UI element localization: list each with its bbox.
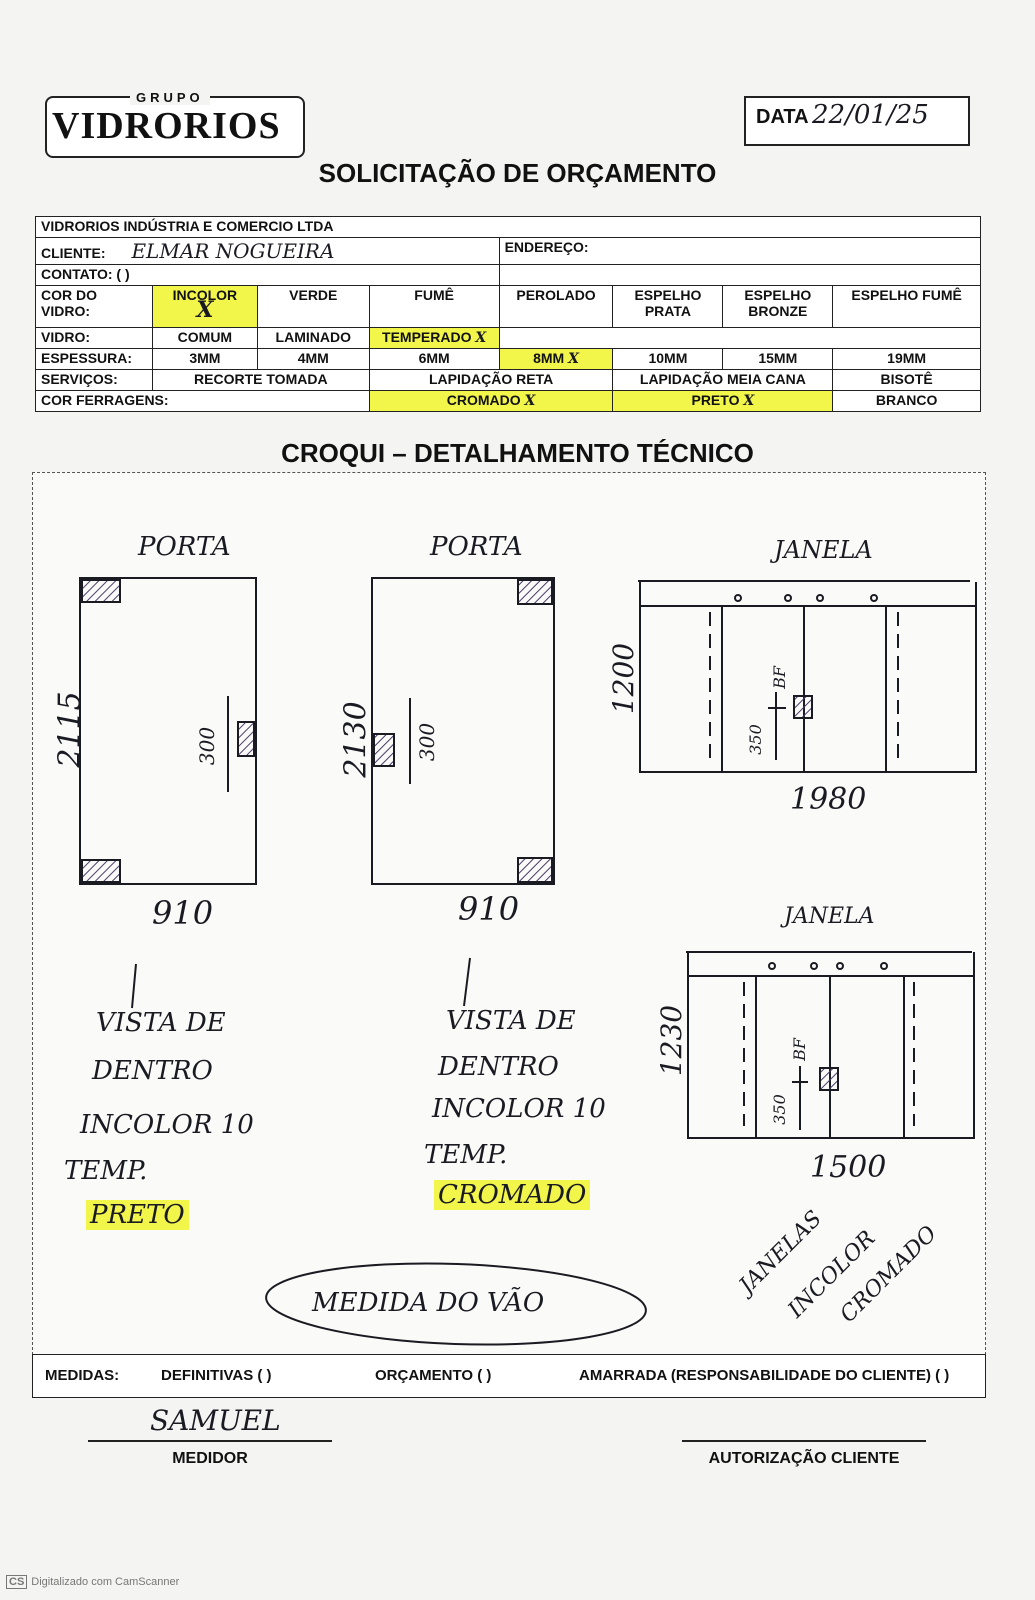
porta2-outline (371, 577, 555, 885)
porta2-handle-size: 300 (415, 722, 440, 762)
janela1-handle-size: 350 (745, 724, 765, 755)
cor-espelho-bronze[interactable]: ESPELHO BRONZE (722, 285, 834, 328)
porta1-height: 2115 (52, 691, 88, 768)
janela1-width: 1980 (790, 782, 867, 817)
date-value: 22/01/25 (812, 100, 929, 130)
medida-do-vao: MEDIDA DO VÃO (312, 1288, 545, 1318)
porta2-lock (373, 733, 395, 767)
page-title: SOLICITAÇÃO DE ORÇAMENTO (318, 158, 717, 188)
date-box (744, 96, 970, 146)
porta1-width: 910 (152, 894, 214, 932)
medidor-line (88, 1440, 332, 1442)
note2-color: CROMADO (434, 1180, 591, 1210)
janela2-lock (819, 1067, 839, 1091)
note1-line3: INCOLOR 10 (80, 1110, 254, 1140)
note2-line4: TEMP. (424, 1140, 508, 1170)
janela2-width: 1500 (810, 1150, 887, 1185)
note1-line4: TEMP. (64, 1156, 148, 1186)
vidro-label: VIDRO: (35, 327, 153, 349)
vidro-comum[interactable]: COMUM (151, 327, 258, 349)
janela2-bf: BF (789, 1038, 809, 1061)
medidas-orcamento[interactable]: ORÇAMENTO ( ) (375, 1367, 492, 1384)
porta2-width: 910 (458, 890, 520, 928)
cor-fume[interactable]: FUMÊ (368, 285, 500, 328)
medidas-label: MEDIDAS: (45, 1367, 120, 1384)
medida-ellipse (265, 1262, 647, 1346)
ferragem-preto[interactable]: PRETO X (612, 390, 834, 412)
medidas-row: MEDIDAS: DEFINITIVAS ( ) ORÇAMENTO ( ) A… (32, 1354, 986, 1398)
cliente-label: CLIENTE: (41, 245, 106, 261)
logo-name: VIDRORIOS (52, 105, 281, 147)
note2-line3: INCOLOR 10 (432, 1094, 606, 1124)
esp-8mm[interactable]: 8MM X (498, 348, 614, 370)
medidor-signature: SAMUEL (150, 1404, 281, 1437)
porta2-hinge-top (517, 579, 553, 605)
porta2-label: PORTA (430, 532, 523, 562)
vidro-laminado[interactable]: LAMINADO (256, 327, 370, 349)
esp-8mm-mark: X (568, 351, 579, 367)
vidro-temperado[interactable]: TEMPERADO X (368, 327, 500, 349)
porta1-hinge-bottom (81, 859, 121, 883)
porta2-hinge-bottom (517, 857, 553, 883)
ferragem-branco[interactable]: BRANCO (832, 390, 981, 412)
croqui-title: CROQUI – DETALHAMENTO TÉCNICO (281, 438, 754, 468)
note1-line2: DENTRO (92, 1056, 213, 1086)
note1-color: PRETO (86, 1200, 189, 1230)
janela1-frame (639, 605, 977, 773)
janela1-label: JANELA (774, 536, 873, 564)
scanner-badge: CS (6, 1575, 28, 1589)
serv-bisote[interactable]: BISOTÊ (832, 369, 981, 391)
cliente-row: CLIENTE: ELMAR NOGUEIRA (35, 237, 500, 265)
porta1-lock (237, 721, 255, 757)
scanner-text: Digitalizado com CamScanner (31, 1576, 180, 1588)
servicos-label: SERVIÇOS: (35, 369, 153, 391)
cor-incolor-mark: X (196, 297, 214, 323)
porta1-hinge-top (81, 579, 121, 603)
note2-line2: DENTRO (438, 1052, 559, 1082)
cor-espelho-prata[interactable]: ESPELHO PRATA (612, 285, 724, 328)
note2-line1: VISTA DE (446, 1006, 576, 1036)
esp-10mm[interactable]: 10MM (612, 348, 724, 370)
medidor-label: MEDIDOR (172, 1450, 248, 1467)
esp-3mm[interactable]: 3MM (151, 348, 258, 370)
medidas-definitivas[interactable]: DEFINITIVAS ( ) (161, 1367, 272, 1384)
porta1-handle-size: 300 (195, 726, 220, 766)
janela1-bf: BF (769, 666, 789, 689)
esp-4mm[interactable]: 4MM (256, 348, 370, 370)
serv-lapidacao-meia-cana[interactable]: LAPIDAÇÃO MEIA CANA (612, 369, 834, 391)
cor-label: COR DO VIDRO: (35, 285, 153, 328)
porta2-height: 2130 (338, 701, 374, 778)
serv-recorte-tomada[interactable]: RECORTE TOMADA (151, 369, 370, 391)
janela1-lock (793, 695, 813, 719)
logo-grupo: GRUPO (130, 90, 210, 105)
ferragem-cromado[interactable]: CROMADO X (368, 390, 614, 412)
espessura-label: ESPESSURA: (35, 348, 153, 370)
ferragem-preto-mark: X (743, 393, 755, 409)
vidro-temperado-mark: X (475, 330, 487, 346)
cliente-sign-line[interactable] (682, 1440, 926, 1442)
esp-6mm[interactable]: 6MM (368, 348, 500, 370)
porta1-label: PORTA (138, 532, 231, 562)
ferragem-cromado-mark: X (524, 393, 536, 409)
cor-espelho-fume[interactable]: ESPELHO FUMÊ (832, 285, 981, 328)
porta1-outline (79, 577, 257, 885)
date-label: DATA (756, 106, 809, 128)
cliente-sign-label: AUTORIZAÇÃO CLIENTE (708, 1450, 900, 1467)
cor-verde[interactable]: VERDE (256, 285, 370, 328)
order-form-table: VIDRORIOS INDÚSTRIA E COMERCIO LTDA CLIE… (35, 216, 982, 412)
note1-line1: VISTA DE (96, 1008, 226, 1038)
janela2-label: JANELA (784, 904, 875, 929)
ferragens-label: COR FERRAGENS: (35, 390, 370, 412)
cliente-value[interactable]: ELMAR NOGUEIRA (131, 239, 335, 263)
janela2-height: 1230 (655, 1004, 689, 1077)
medidas-amarrada[interactable]: AMARRADA (RESPONSABILIDADE DO CLIENTE) (… (579, 1367, 950, 1384)
janela1-height: 1200 (607, 642, 641, 715)
janela2-handle-size: 350 (769, 1094, 789, 1125)
